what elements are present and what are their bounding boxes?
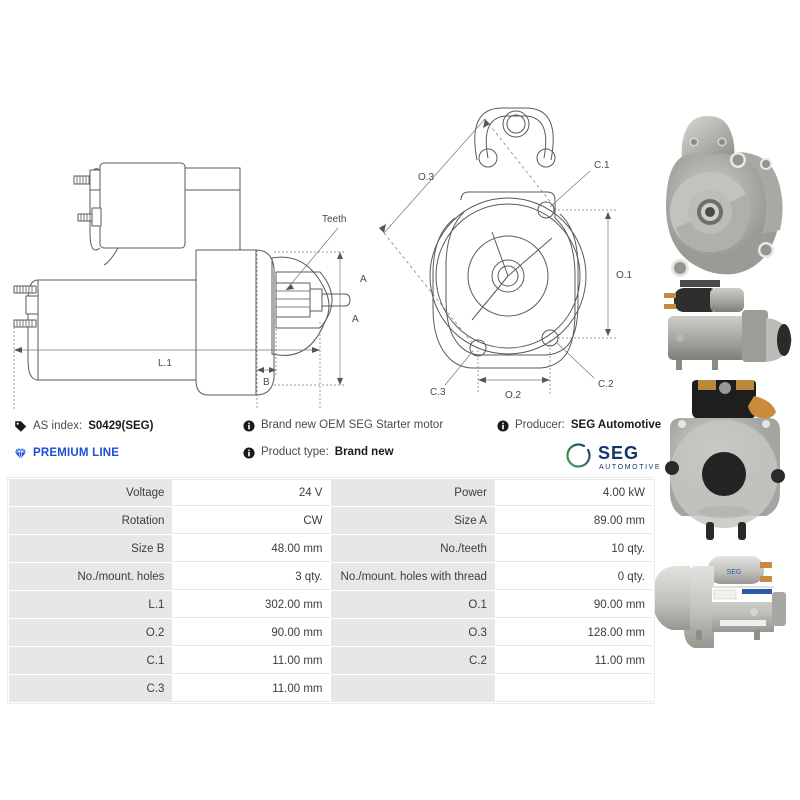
photo-seg-branded-unit[interactable]: SEG bbox=[650, 542, 800, 667]
oem-note-label: Brand new OEM SEG Starter motor bbox=[261, 419, 444, 432]
spec-key: O.2 bbox=[9, 619, 173, 646]
spec-value: 302.00 mm bbox=[173, 591, 331, 618]
table-row: Voltage 24 V Power 4.00 kW bbox=[9, 479, 653, 506]
spec-key: L.1 bbox=[9, 591, 173, 618]
label-b: B bbox=[263, 377, 270, 388]
spec-value: 11.00 mm bbox=[495, 647, 653, 674]
tag-icon bbox=[15, 421, 27, 432]
spec-key: Size B bbox=[9, 535, 173, 562]
starter-motor-front-view: O.3 C.1 O.1 C.3 O.2 C.2 A bbox=[360, 107, 633, 401]
spec-key: O.3 bbox=[331, 619, 495, 646]
premium-line-label: PREMIUM LINE bbox=[33, 446, 120, 459]
spec-key: C.1 bbox=[9, 647, 173, 674]
svg-text:SEG: SEG bbox=[727, 569, 742, 576]
spec-value: 0 qty. bbox=[495, 563, 653, 590]
label-c2: C.2 bbox=[598, 379, 614, 390]
table-row: O.2 90.00 mm O.3 128.00 mm bbox=[9, 619, 653, 646]
table-row: L.1 302.00 mm O.1 90.00 mm bbox=[9, 591, 653, 618]
producer-label: Producer: bbox=[515, 419, 565, 432]
spec-value: 4.00 kW bbox=[495, 479, 653, 506]
spec-value-empty bbox=[495, 675, 653, 702]
spec-value: 128.00 mm bbox=[495, 619, 653, 646]
label-l1: L.1 bbox=[158, 358, 172, 369]
spec-value: 90.00 mm bbox=[173, 619, 331, 646]
as-index-value: S0429(SEG) bbox=[88, 419, 154, 432]
table-row: C.3 11.00 mm bbox=[9, 675, 653, 702]
product-type-value: Brand new bbox=[334, 446, 394, 459]
seg-logo-wordmark: SEG bbox=[598, 443, 639, 463]
label-a-side: A bbox=[352, 314, 359, 325]
label-o2: O.2 bbox=[505, 390, 522, 401]
specification-table: Voltage 24 V Power 4.00 kW Rotation CW S… bbox=[8, 478, 654, 703]
as-index-label: AS index: bbox=[33, 419, 83, 432]
seg-automotive-logo: SEG AUTOMOTIVE bbox=[566, 443, 661, 471]
spec-value: 90.00 mm bbox=[495, 591, 653, 618]
photo-commutator-end[interactable] bbox=[650, 380, 800, 545]
spec-key: No./teeth bbox=[331, 535, 495, 562]
spec-key: Size A bbox=[331, 507, 495, 534]
starter-motor-side-view: Teeth A L.1 B bbox=[13, 162, 359, 410]
spec-key: Rotation bbox=[9, 507, 173, 534]
spec-key-empty bbox=[331, 675, 495, 702]
spec-table-body: Voltage 24 V Power 4.00 kW Rotation CW S… bbox=[9, 479, 653, 702]
oem-note-badge: Brand new OEM SEG Starter motor bbox=[243, 420, 443, 432]
spec-value: 10 qty. bbox=[495, 535, 653, 562]
label-teeth: Teeth bbox=[322, 214, 346, 225]
producer-value: SEG Automotive bbox=[570, 419, 662, 432]
label-a-front: A bbox=[360, 274, 367, 285]
table-row: Size B 48.00 mm No./teeth 10 qty. bbox=[9, 535, 653, 562]
info-icon bbox=[243, 420, 255, 432]
spec-key: No./mount. holes with thread bbox=[331, 563, 495, 590]
photo-side-profile[interactable] bbox=[650, 280, 800, 385]
producer-badge: Producer: SEG Automotive bbox=[497, 420, 661, 432]
spec-value: 11.00 mm bbox=[173, 647, 331, 674]
spec-value: CW bbox=[173, 507, 331, 534]
info-icon bbox=[497, 420, 509, 432]
product-photo-strip: SEG bbox=[650, 112, 800, 677]
spec-value: 11.00 mm bbox=[173, 675, 331, 702]
spec-value: 89.00 mm bbox=[495, 507, 653, 534]
info-icon bbox=[243, 447, 255, 459]
label-o3: O.3 bbox=[418, 172, 435, 183]
product-info-row: AS index: S0429(SEG) PREMIUM LINE Brand … bbox=[0, 414, 800, 472]
spec-key: O.1 bbox=[331, 591, 495, 618]
spec-value: 48.00 mm bbox=[173, 535, 331, 562]
premium-line-badge: PREMIUM LINE bbox=[14, 447, 119, 460]
label-c1: C.1 bbox=[594, 160, 610, 171]
as-index-badge: AS index: S0429(SEG) bbox=[14, 420, 153, 433]
spec-value: 3 qty. bbox=[173, 563, 331, 590]
spec-key: Voltage bbox=[9, 479, 173, 506]
seg-logo-subtitle: AUTOMOTIVE bbox=[599, 464, 661, 471]
product-type-label: Product type: bbox=[261, 446, 329, 459]
spec-key: Power bbox=[331, 479, 495, 506]
diamond-icon bbox=[14, 448, 27, 459]
table-row: C.1 11.00 mm C.2 11.00 mm bbox=[9, 647, 653, 674]
table-row: No./mount. holes 3 qty. No./mount. holes… bbox=[9, 563, 653, 590]
spec-key: C.3 bbox=[9, 675, 173, 702]
label-o1: O.1 bbox=[616, 270, 633, 281]
product-type-badge: Product type: Brand new bbox=[243, 447, 394, 459]
photo-front-drive-end[interactable] bbox=[650, 112, 800, 287]
table-row: Rotation CW Size A 89.00 mm bbox=[9, 507, 653, 534]
spec-value: 24 V bbox=[173, 479, 331, 506]
technical-drawings: Teeth A L.1 B bbox=[0, 0, 655, 410]
label-c3: C.3 bbox=[430, 387, 446, 398]
spec-key: C.2 bbox=[331, 647, 495, 674]
spec-key: No./mount. holes bbox=[9, 563, 173, 590]
